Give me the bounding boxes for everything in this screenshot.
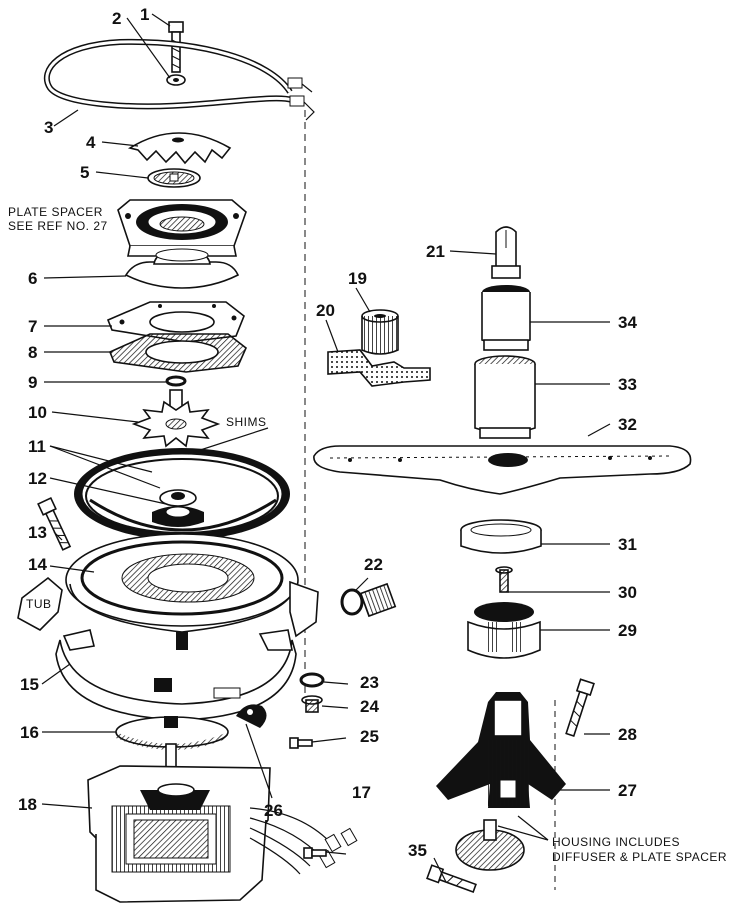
callout-6: 6 — [28, 269, 37, 288]
part-17-screw — [303, 847, 327, 859]
callout-20: 20 — [316, 301, 335, 320]
part-4-cap — [127, 132, 232, 165]
callout-25: 25 — [360, 727, 379, 746]
part-12-seal — [152, 489, 204, 527]
part-10-impeller — [131, 389, 221, 448]
callout-34: 34 — [618, 313, 637, 332]
part-22-clamp — [340, 582, 397, 618]
callout-23: 23 — [360, 673, 379, 692]
leader-lines — [41, 13, 611, 883]
callout-18: 18 — [18, 795, 37, 814]
callout-13: 13 — [28, 523, 47, 542]
part-32-spray-arm — [313, 445, 692, 495]
note-tub: TUB — [26, 597, 52, 611]
callout-15: 15 — [20, 675, 39, 694]
diffuser — [455, 819, 525, 871]
callout-2: 2 — [112, 9, 121, 28]
callout-22: 22 — [364, 555, 383, 574]
callout-5: 5 — [80, 163, 89, 182]
callout-4: 4 — [86, 133, 96, 152]
callout-28: 28 — [618, 725, 637, 744]
callout-19: 19 — [348, 269, 367, 288]
callout-8: 8 — [28, 343, 37, 362]
part-27-housing — [436, 692, 566, 808]
part-25-screw — [289, 737, 313, 749]
part-16-fan — [115, 716, 229, 775]
part-30-screw — [495, 566, 513, 593]
part-34-tube — [481, 285, 531, 351]
callout-31: 31 — [618, 535, 637, 554]
callout-14: 14 — [28, 555, 47, 574]
part-19-spacer — [361, 309, 399, 355]
callout-17: 17 — [352, 783, 371, 802]
callout-24: 24 — [360, 697, 379, 716]
part-7-plate — [106, 301, 245, 343]
plate-spacer — [117, 199, 247, 257]
part-24-fitting — [301, 695, 323, 713]
callout-30: 30 — [618, 583, 637, 602]
part-29-hub — [467, 602, 541, 659]
part-23-washer — [299, 672, 325, 688]
callout-29: 29 — [618, 621, 637, 640]
callout-33: 33 — [618, 375, 637, 394]
tub-plate — [17, 576, 63, 631]
callout-35: 35 — [408, 841, 427, 860]
callout-10: 10 — [28, 403, 47, 422]
part-3-tube — [43, 38, 293, 110]
callout-16: 16 — [20, 723, 39, 742]
callout-11: 11 — [28, 437, 46, 456]
callout-27: 27 — [618, 781, 637, 800]
note-housing-diffuser: DIFFUSER & PLATE SPACER — [552, 850, 727, 864]
note-housing-includes: HOUSING INCLUDES — [552, 835, 680, 849]
callout-26: 26 — [264, 801, 283, 820]
part-5-gear — [147, 168, 201, 188]
part-8-gasket — [108, 333, 247, 373]
part-6-cover — [124, 248, 240, 289]
callout-9: 9 — [28, 373, 37, 392]
callout-12: 12 — [28, 469, 47, 488]
part-18-motor — [87, 765, 358, 903]
part-21-tip — [491, 226, 521, 279]
part-15-bracket — [55, 629, 297, 721]
note-plate-spacer: PLATE SPACER — [8, 205, 103, 219]
part-35-bolt — [426, 864, 477, 893]
note-shims: SHIMS — [226, 415, 267, 429]
part-9-ring — [165, 375, 187, 387]
part-31-ring — [460, 519, 542, 554]
callout-21: 21 — [426, 242, 445, 261]
part-26-clip — [236, 704, 267, 728]
part-14-pump-body — [65, 533, 299, 650]
callout-7: 7 — [28, 317, 37, 336]
part-28-bolt — [565, 678, 595, 737]
part-20-bracket — [327, 349, 431, 387]
callout-32: 32 — [618, 415, 637, 434]
callout-3: 3 — [44, 118, 53, 137]
note-plate-spacer-ref: SEE REF NO. 27 — [8, 219, 108, 233]
callout-1: 1 — [140, 5, 149, 24]
part-33-bearing — [474, 355, 536, 439]
